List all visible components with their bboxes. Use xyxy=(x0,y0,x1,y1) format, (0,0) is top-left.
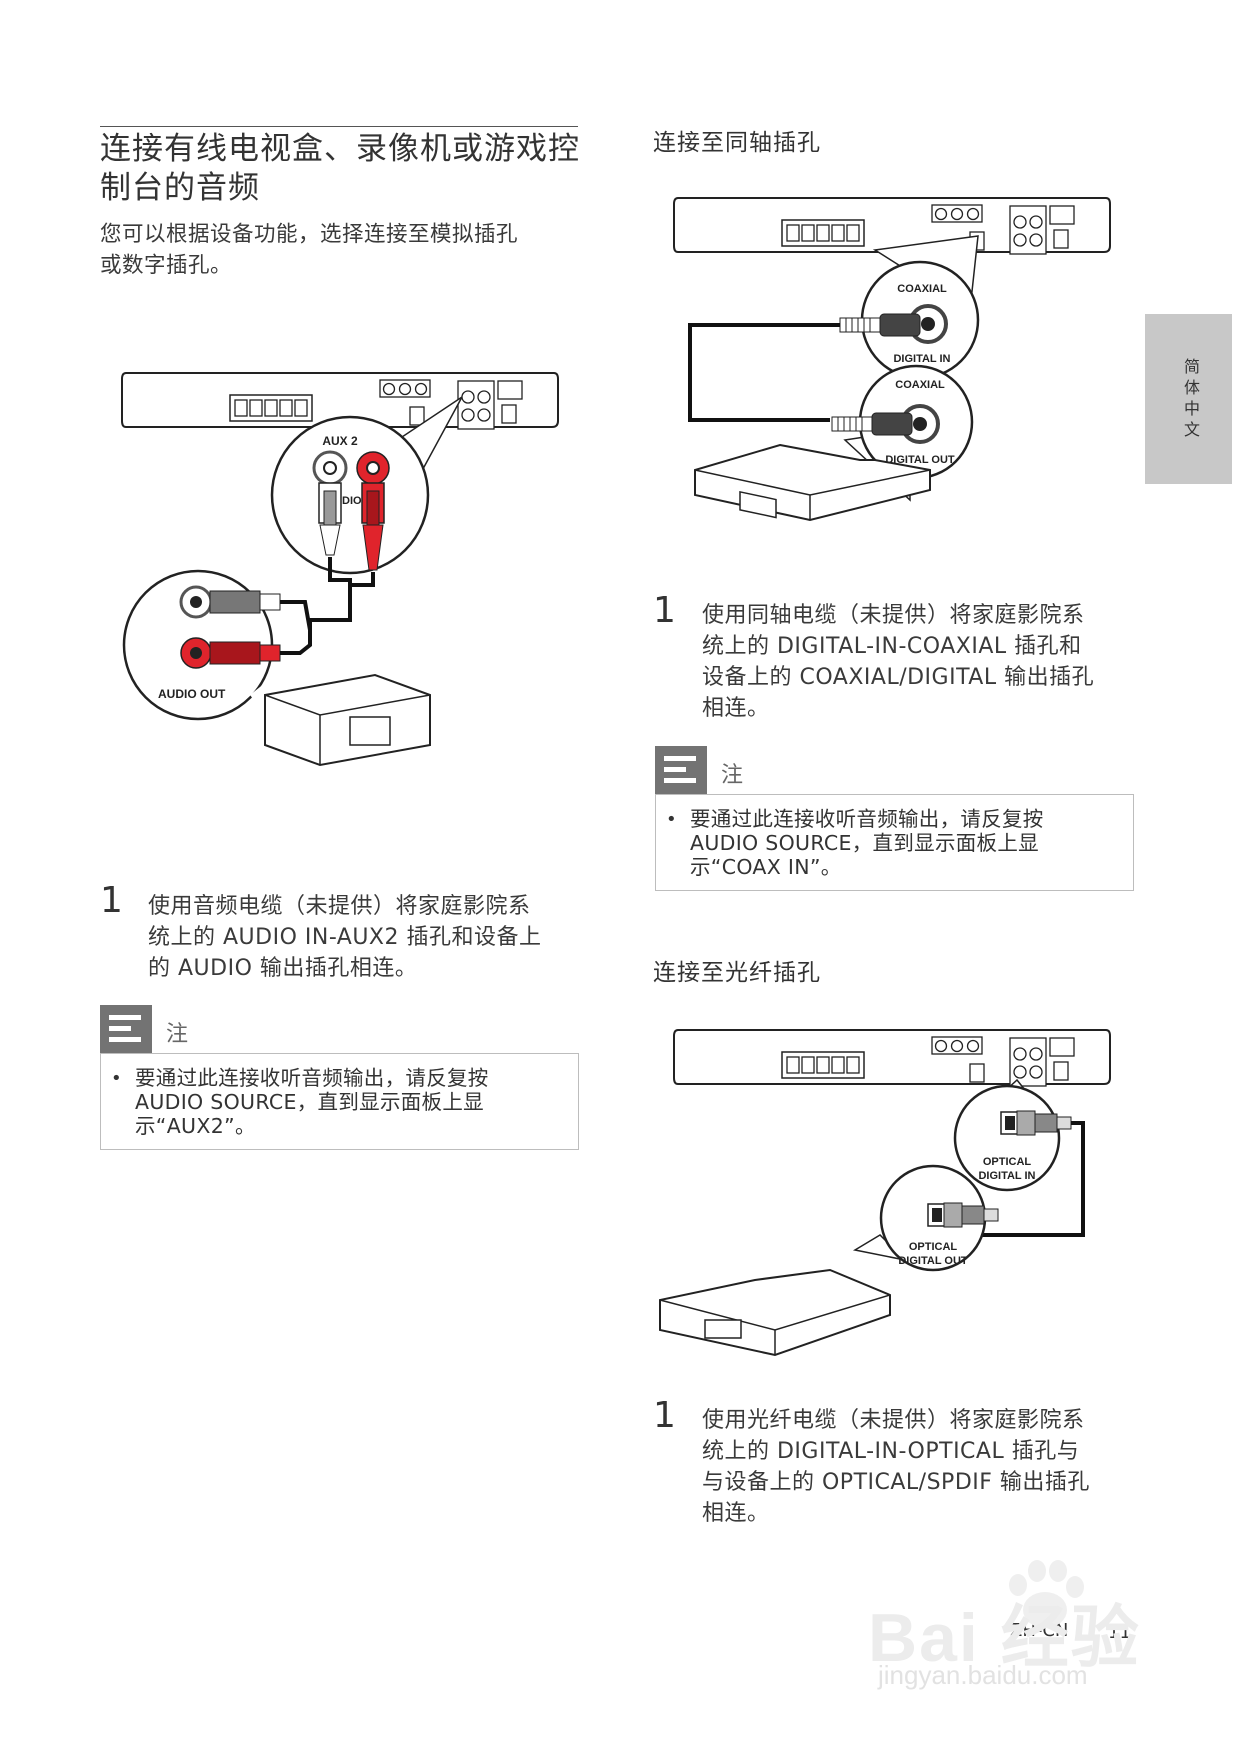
watermark-brand: Bai 经验 xyxy=(868,1600,1141,1676)
left-step-line2: 统上的 AUDIO IN-AUX2 插孔和设备上 xyxy=(148,925,542,950)
coaxial-step-line1: 使用同轴电缆（未提供）将家庭影院系 xyxy=(702,603,1085,628)
watermark-url: jingyan.baidu.com xyxy=(878,1660,1088,1690)
title-rule xyxy=(100,126,578,127)
coaxial-note-title: 注 xyxy=(721,763,744,788)
left-note-title: 注 xyxy=(166,1022,189,1047)
label-digital-in: DIGITAL IN xyxy=(893,353,950,365)
optical-step-line4: 相连。 xyxy=(702,1501,770,1526)
optical-step-line2: 统上的 DIGITAL-IN-OPTICAL 插孔与 xyxy=(702,1439,1080,1464)
left-step-line3: 的 AUDIO 输出插孔相连。 xyxy=(148,956,418,981)
coaxial-heading: 连接至同轴插孔 xyxy=(653,130,821,156)
coaxial-note-line1: 要通过此连接收听音频输出，请反复按 xyxy=(690,807,1044,831)
label-optical-in: OPTICAL xyxy=(983,1156,1032,1168)
analog-audio-diagram: AUX 2 DIO AUDIO OUT xyxy=(121,372,559,767)
left-step-line1: 使用音频电缆（未提供）将家庭影院系 xyxy=(148,894,531,919)
coaxial-step-line4: 相连。 xyxy=(702,696,770,721)
footer-page-number: 11 xyxy=(1108,1622,1131,1643)
note-icon xyxy=(655,746,707,794)
left-step-number: 1 xyxy=(100,880,123,921)
label-digital-in-optical: DIGITAL IN xyxy=(978,1170,1035,1182)
section-title-line2: 制台的音频 xyxy=(100,170,260,206)
coaxial-note-line2: AUDIO SOURCE，直到显示面板上显 xyxy=(690,831,1039,855)
optical-step-number: 1 xyxy=(653,1395,676,1436)
label-audio-partial: DIO xyxy=(342,495,362,507)
coaxial-step-line3: 设备上的 COAXIAL/DIGITAL 输出插孔 xyxy=(702,665,1095,690)
coaxial-note-bullet: • xyxy=(666,809,677,830)
note-icon xyxy=(100,1005,152,1053)
coaxial-step-line2: 统上的 DIGITAL-IN-COAXIAL 插孔和 xyxy=(702,634,1082,659)
left-note-line1: 要通过此连接收听音频输出，请反复按 xyxy=(135,1066,489,1090)
label-digital-out-optical: DIGITAL OUT xyxy=(898,1255,968,1267)
label-coaxial-in: COAXIAL xyxy=(897,283,947,295)
label-audio-out: AUDIO OUT xyxy=(158,687,226,701)
language-side-tab: 简体中文 xyxy=(1145,314,1232,484)
optical-step-line1: 使用光纤电缆（未提供）将家庭影院系 xyxy=(702,1408,1085,1433)
coaxial-note-box xyxy=(655,794,1134,891)
coaxial-note-line3: 示“COAX IN”。 xyxy=(690,855,842,879)
language-tab-label: 简体中文 xyxy=(1181,358,1200,442)
left-note-line3: 示“AUX2”。 xyxy=(135,1114,256,1138)
intro-line1: 您可以根据设备功能，选择连接至模拟插孔 xyxy=(100,222,519,247)
left-note-box xyxy=(100,1053,579,1150)
coaxial-step-number: 1 xyxy=(653,590,676,631)
label-optical-out: OPTICAL xyxy=(909,1241,958,1253)
intro-line2: 或数字插孔。 xyxy=(100,253,233,278)
optical-step-line3: 与设备上的 OPTICAL/SPDIF 输出插孔 xyxy=(702,1470,1090,1495)
label-digital-out: DIGITAL OUT xyxy=(885,454,955,466)
label-aux2: AUX 2 xyxy=(322,434,358,448)
optical-diagram: OPTICAL DIGITAL IN OPTICAL DIGITAL OUT xyxy=(659,1029,1111,1357)
left-note-line2: AUDIO SOURCE，直到显示面板上显 xyxy=(135,1090,484,1114)
coaxial-diagram: COAXIAL DIGITAL IN COAXIAL DIGITAL OUT xyxy=(673,197,1111,522)
section-title-line1: 连接有线电视盒、录像机或游戏控 xyxy=(100,131,580,167)
left-note-bullet: • xyxy=(111,1068,122,1089)
paw-icon xyxy=(1009,1560,1084,1628)
optical-heading: 连接至光纤插孔 xyxy=(653,960,821,986)
label-coaxial-out: COAXIAL xyxy=(895,379,945,391)
